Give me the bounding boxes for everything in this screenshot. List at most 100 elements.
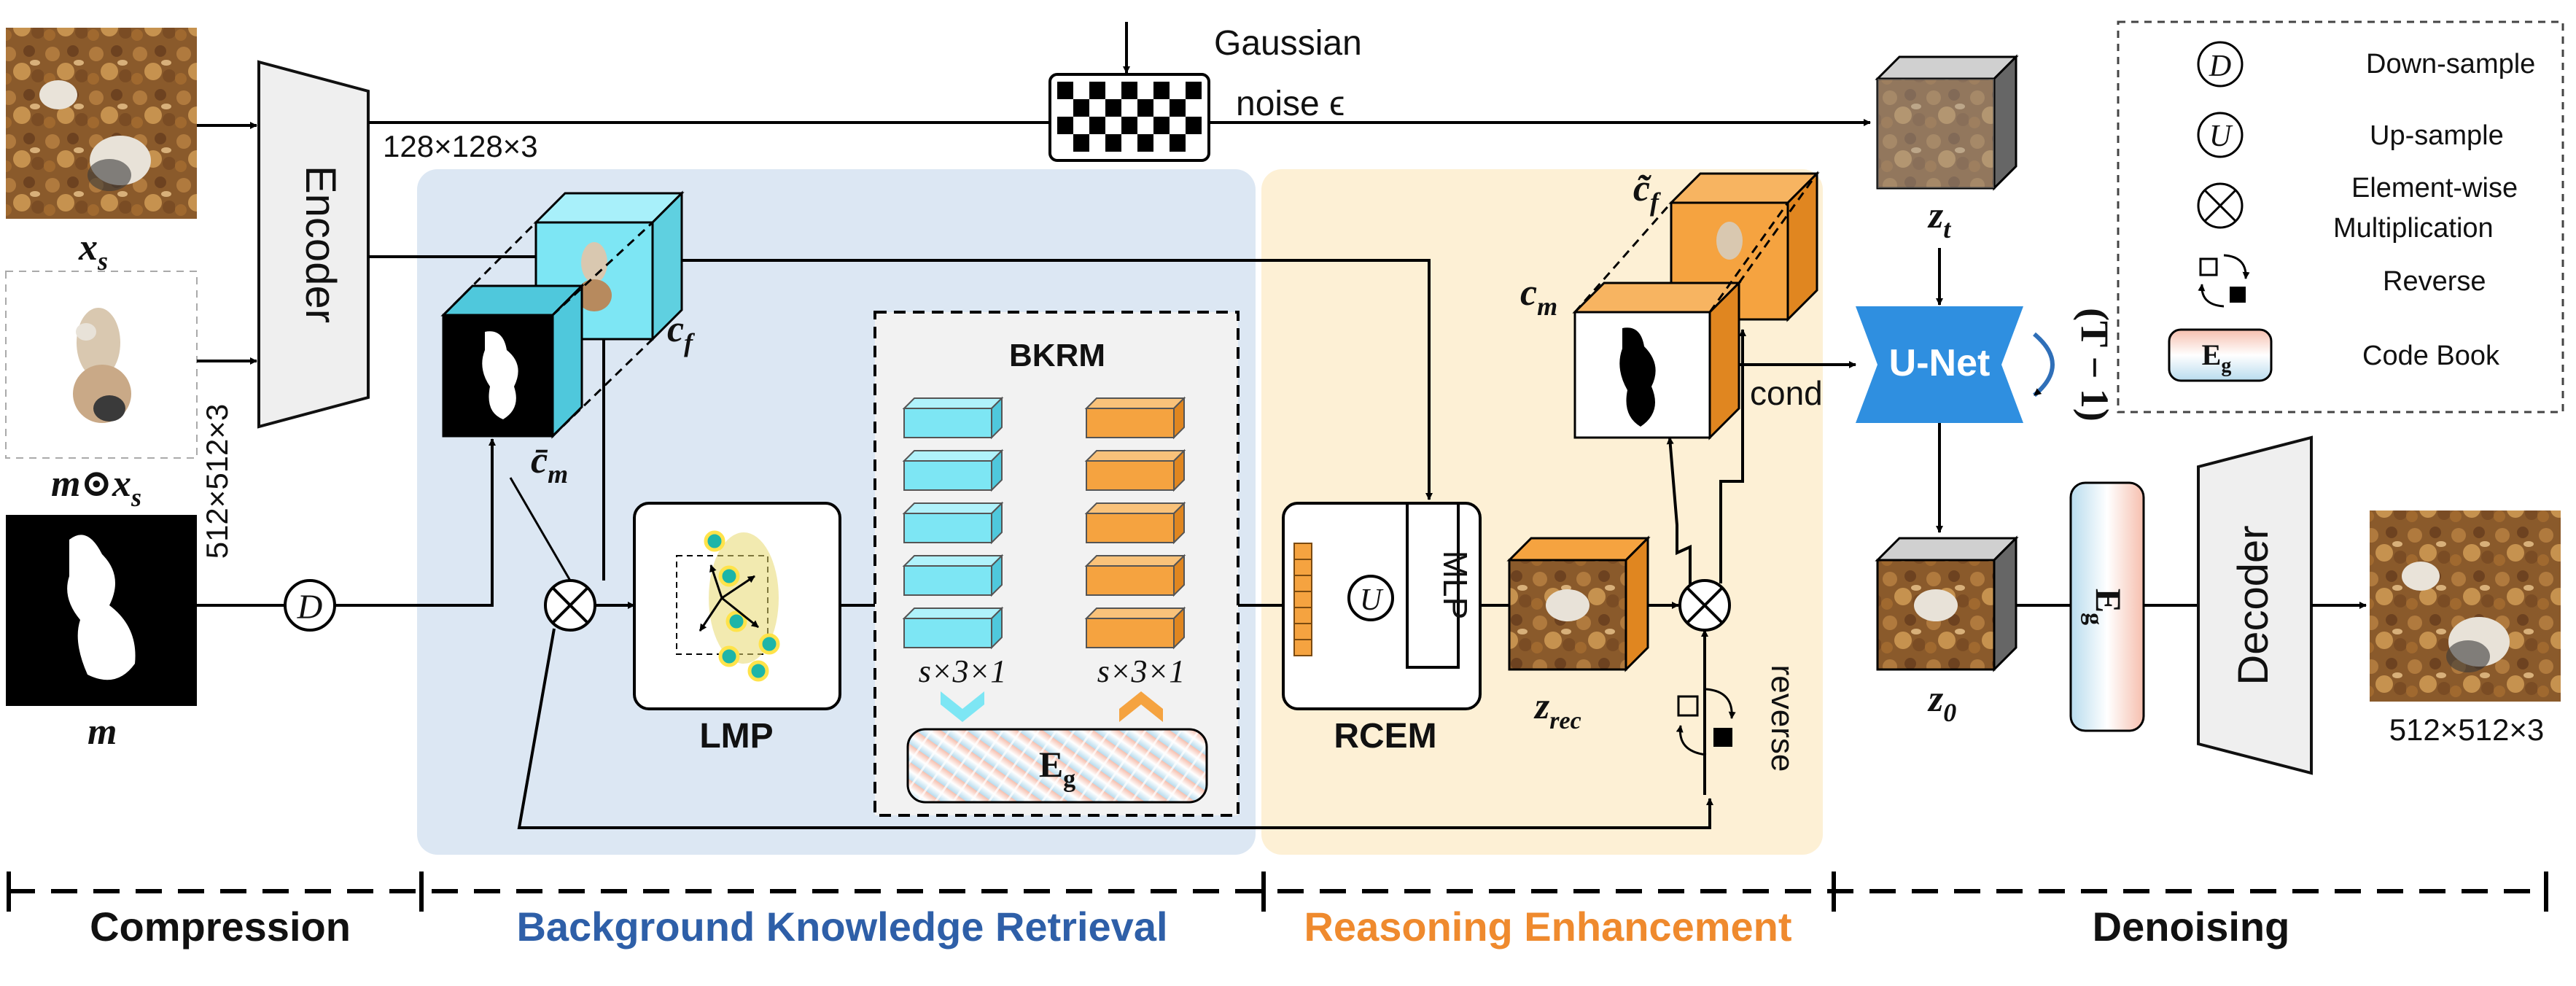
code-book-icon: Eg (2168, 328, 2273, 382)
multiply-node-2 (1678, 579, 1731, 632)
xs-label: xs (78, 227, 108, 276)
bkrm-label: BKRM (1009, 338, 1105, 373)
mult-to-cf-tilde-zigzag (1719, 329, 1746, 583)
cm-cube (1572, 280, 1742, 440)
eg-vertical-label: Eg (2080, 589, 2129, 625)
reverse-node (1676, 688, 1736, 756)
cf-tilde-cube (1668, 171, 1820, 322)
noise-cell (1153, 82, 1170, 99)
orange-memory-block (1084, 501, 1186, 545)
rcem-slot (1293, 623, 1312, 640)
noise-cell (1121, 82, 1137, 99)
noise-cell (1105, 99, 1121, 117)
mult-to-cm-zigzag (1666, 437, 1692, 585)
cm-label: cm (1520, 272, 1557, 321)
multiply-icon (2197, 182, 2244, 229)
svg-text:Eg: Eg (2202, 338, 2232, 377)
noise-checkerboard (1048, 73, 1210, 162)
zrec-cube (1506, 535, 1651, 672)
encoder-label: Encoder (297, 166, 344, 323)
legend-label-multiply-2: Multiplication (2333, 213, 2494, 244)
up-sample-node: U (1347, 575, 1394, 621)
svg-text:U: U (2209, 120, 2233, 153)
mlp-box (1406, 502, 1460, 669)
noise-cell (1153, 117, 1170, 134)
orange-chevron (1119, 691, 1163, 722)
output-size-label: 512×512×3 (2389, 713, 2545, 747)
unet-label: U-Net (1889, 342, 1991, 384)
legend-label-code-book: Code Book (2362, 341, 2500, 371)
cyan-memory-block (902, 449, 1004, 492)
noise-cell (1057, 117, 1073, 134)
noise-cell (1057, 82, 1073, 99)
decoder-block (2197, 435, 2313, 775)
orange-memory-block (1084, 606, 1186, 650)
z0-cube (1875, 535, 2019, 672)
size-512-vertical-label: 512×512×3 (200, 404, 234, 559)
eg-codebook-label: Eg (1039, 744, 1075, 793)
bkrm-blocks (902, 396, 1186, 650)
noise-cell (1186, 82, 1202, 99)
noise-cell (1121, 117, 1137, 134)
input-image-xs (6, 28, 197, 219)
svg-text:D: D (2209, 50, 2231, 83)
stage-retrieval: Background Knowledge Retrieval (516, 904, 1167, 950)
mxs-label: m⊙xs (51, 463, 141, 512)
z0-label: z0 (1927, 678, 1956, 727)
svg-text:D: D (297, 588, 323, 626)
bkrm-size-right: s×3×1 (1097, 653, 1186, 689)
stage-reasoning: Reasoning Enhancement (1304, 904, 1791, 950)
rcem-slot (1293, 591, 1312, 608)
orange-memory-block (1084, 396, 1186, 440)
mlp-label: MLP (1436, 551, 1474, 620)
lmp-inner (676, 530, 780, 682)
reverse-icon (2198, 254, 2250, 308)
legend-label-multiply-1: Element-wise (2351, 173, 2518, 203)
noise-cell (1105, 134, 1121, 152)
legend-label-up-sample: Up-sample (2370, 120, 2504, 151)
unet-loop-arrow (2033, 332, 2055, 397)
noise-cell (1089, 82, 1105, 99)
noise-line1: Gaussian (1214, 24, 1362, 63)
m-label: m (87, 711, 117, 753)
noise-line2: noise ϵ (1236, 85, 1345, 123)
up-sample-icon: U (2197, 112, 2244, 158)
legend-label-down-sample: Down-sample (2366, 49, 2535, 79)
reverse-label: reverse (1764, 665, 1800, 772)
cm-bar-cube (440, 283, 585, 439)
unet-block (1856, 306, 2023, 423)
cyan-memory-block (902, 396, 1004, 440)
lmp-label: LMP (699, 717, 773, 756)
rcem-slot (1293, 639, 1312, 656)
cf-label: cf (667, 308, 695, 357)
zt-cube (1875, 54, 2019, 191)
zrec-label: zrec (1533, 686, 1581, 734)
down-sample-node: D (284, 579, 336, 632)
rcem-slot (1293, 559, 1312, 576)
down-sample-icon: D (2197, 41, 2244, 88)
cond-label: cond (1750, 374, 1823, 412)
rcem-stack (1293, 543, 1312, 656)
noise-cell (1186, 117, 1202, 134)
cyan-chevron (941, 691, 984, 722)
cf-tilde-label: c̃f (1633, 168, 1661, 217)
noise-cell (1137, 99, 1153, 117)
rcem-slot (1293, 575, 1312, 592)
cyan-memory-block (902, 606, 1004, 650)
down-to-cm-arrow (335, 438, 496, 607)
size-128-label: 128×128×3 (383, 129, 538, 163)
noise-cell (1089, 117, 1105, 134)
rcem-slot (1293, 607, 1312, 624)
cf-to-mlp-arrow (682, 259, 1433, 500)
input-mask-m (6, 515, 197, 706)
cm-bar-label: c̄m (531, 440, 568, 489)
noise-cell (1073, 134, 1089, 152)
eg-codebook-bar (906, 728, 1208, 804)
stage-denoising: Denoising (2093, 904, 2290, 950)
decoder-label: Decoder (2230, 525, 2277, 685)
orange-memory-block (1084, 554, 1186, 597)
cyan-memory-block (902, 554, 1004, 597)
rcem-label: RCEM (1334, 717, 1436, 756)
legend-label-reverse: Reverse (2383, 266, 2486, 297)
